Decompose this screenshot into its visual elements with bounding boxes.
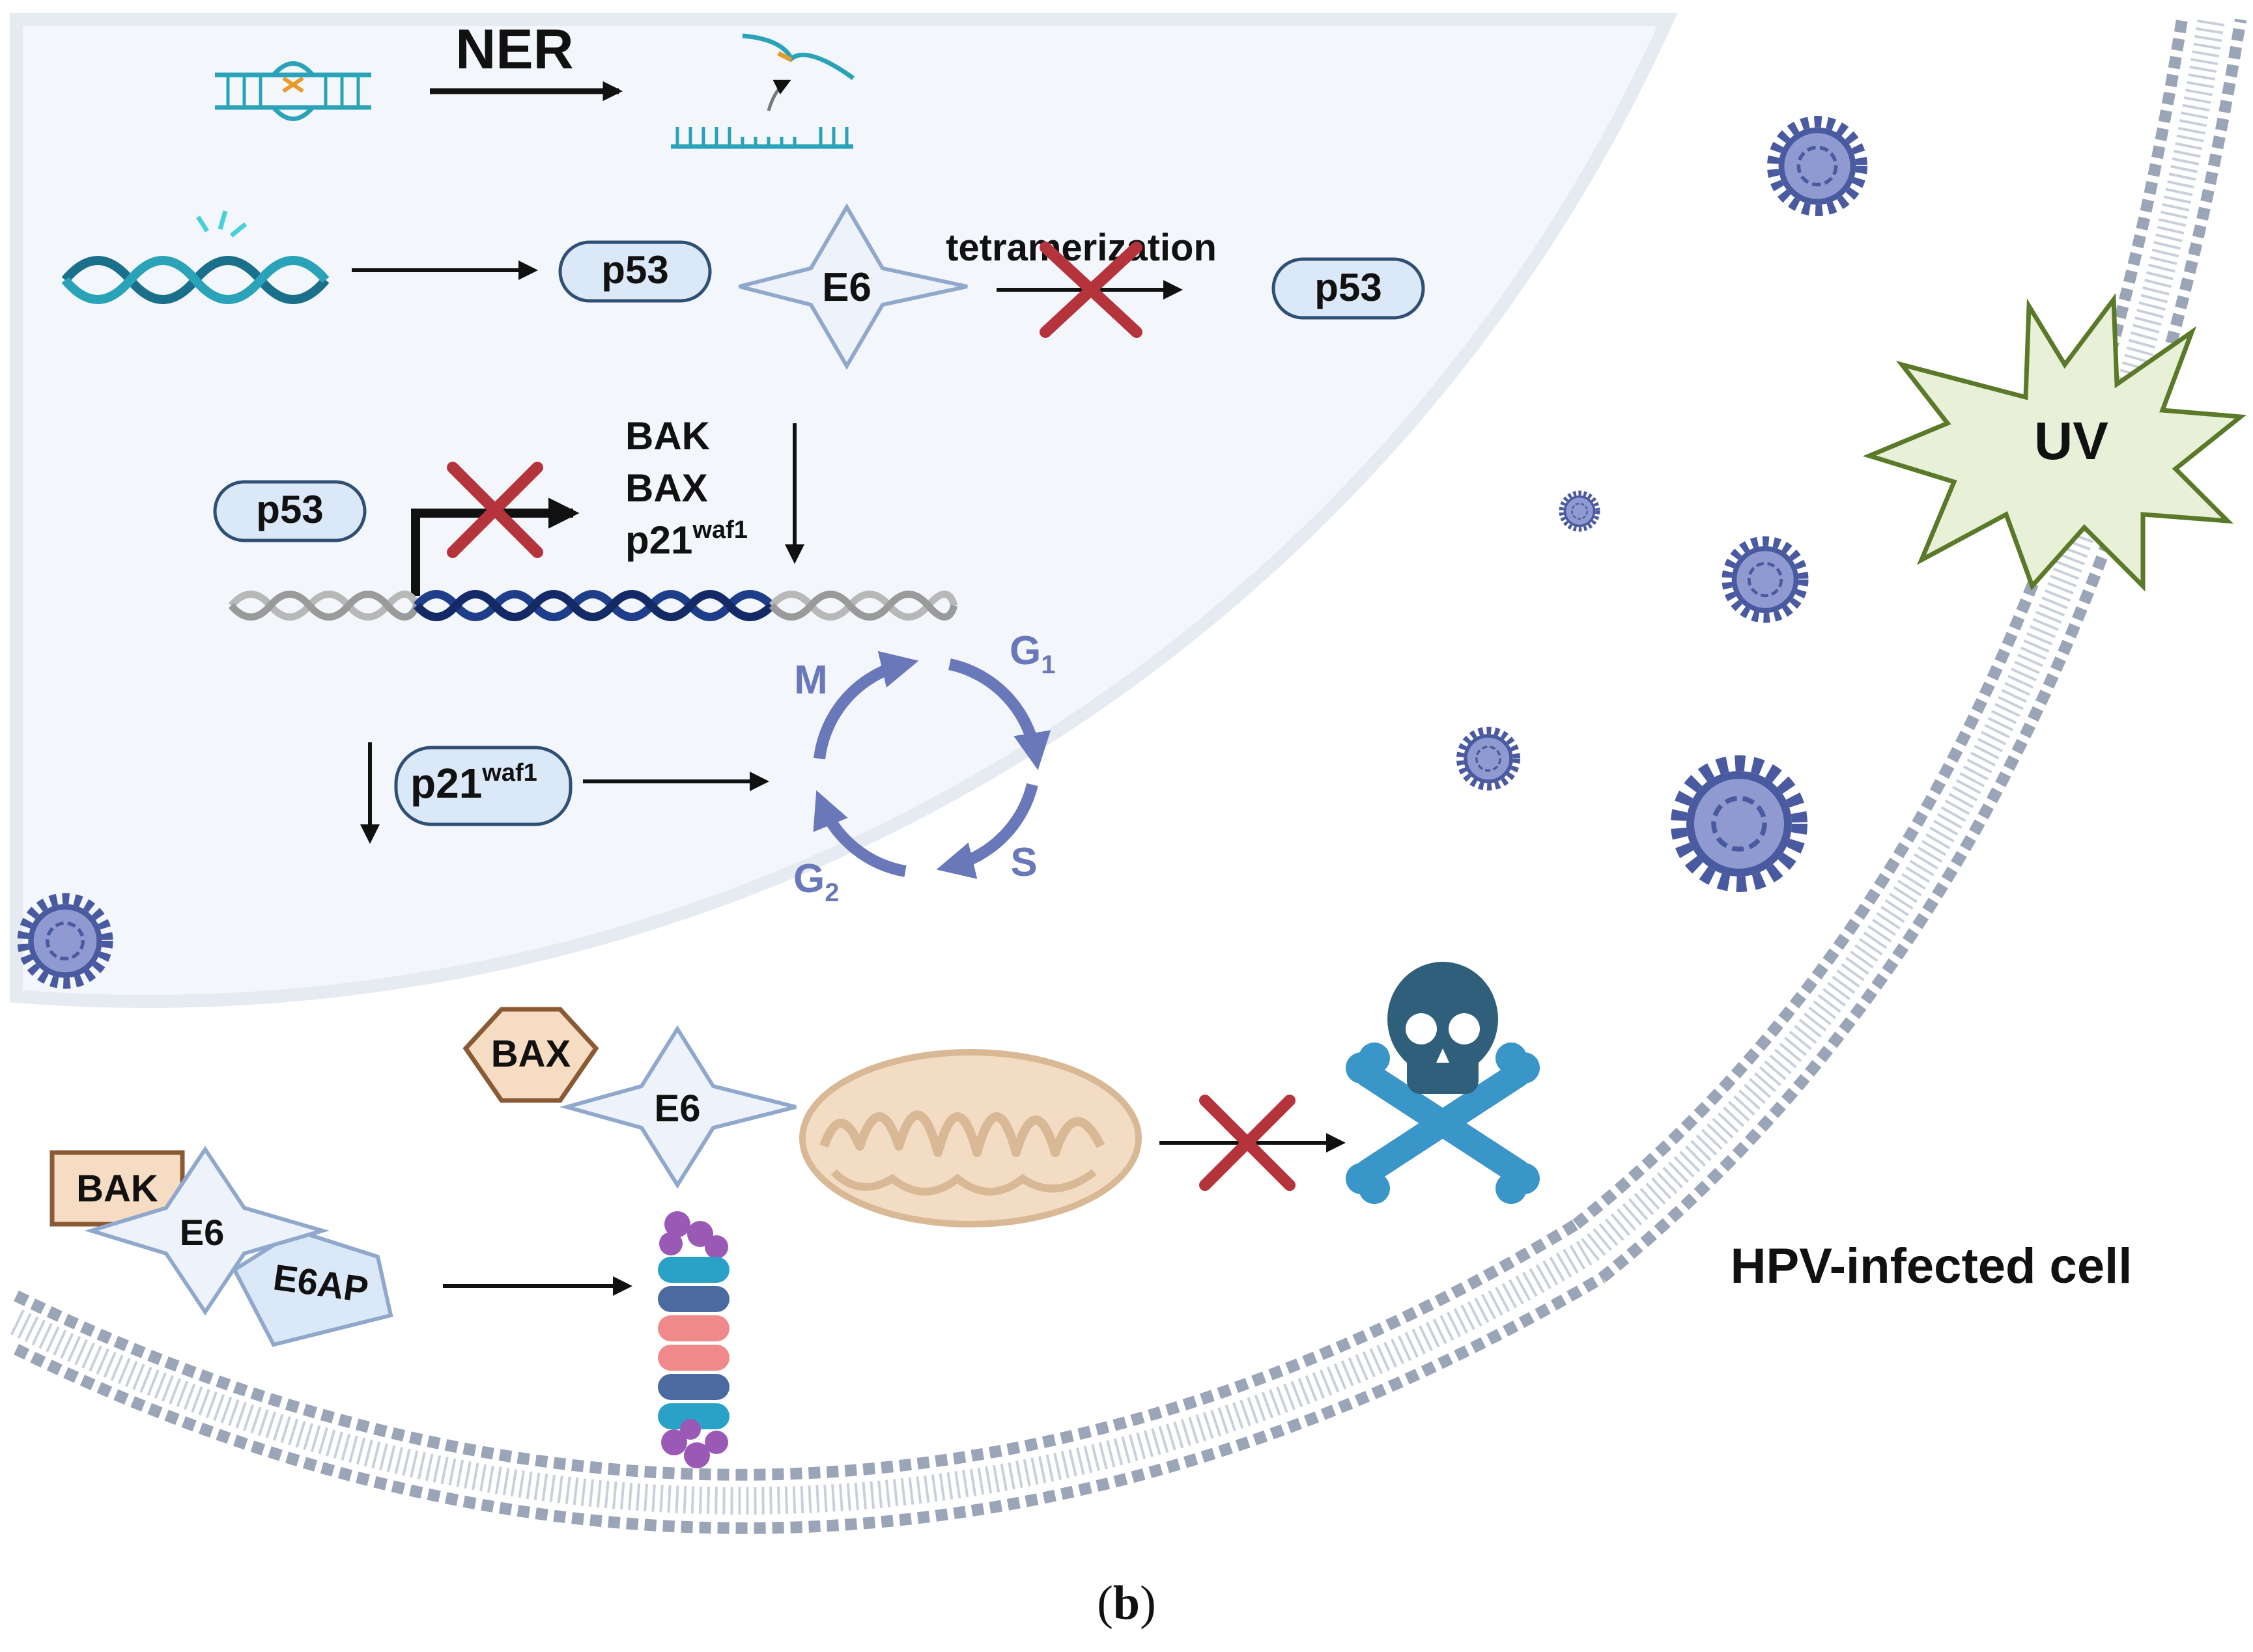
caption-label: b bbox=[1112, 1576, 1141, 1630]
cell-cycle-icon bbox=[813, 651, 1051, 879]
cell-label: HPV-infected cell bbox=[1731, 1239, 2133, 1294]
virus-icon bbox=[1460, 731, 1517, 787]
phase-g2-letter: G bbox=[793, 856, 825, 901]
bax-protein bbox=[462, 1007, 599, 1103]
skull-crossbones-icon bbox=[1346, 962, 1540, 1204]
p53-label: p53 bbox=[601, 248, 668, 292]
virus-icon bbox=[1727, 541, 1804, 618]
target-gene-3-name: p21 bbox=[625, 518, 692, 562]
block-cross-icon bbox=[1040, 242, 1142, 338]
p21-label-name: p21 bbox=[410, 760, 482, 807]
phase-g1-label: G1 bbox=[1010, 628, 1055, 679]
p21-protein bbox=[394, 746, 573, 826]
target-gene-3: p21waf1 bbox=[625, 516, 748, 562]
phase-m-label: M bbox=[794, 658, 828, 703]
e6-oncoprotein-apoptosis bbox=[559, 1025, 797, 1189]
p53-label-right: p53 bbox=[1314, 266, 1382, 309]
bax-label: BAX bbox=[491, 1033, 571, 1075]
ner-label: NER bbox=[455, 18, 574, 81]
block-cross-icon bbox=[447, 462, 543, 558]
virus-icon bbox=[1561, 493, 1598, 529]
e6-label: E6 bbox=[822, 265, 871, 310]
block-cross-icon bbox=[1199, 1095, 1296, 1191]
tetramerization-label: tetramerization bbox=[946, 227, 1217, 269]
target-gene-2: BAX bbox=[625, 466, 708, 510]
virus-icon bbox=[1679, 763, 1800, 884]
phase-g1-letter: G bbox=[1010, 628, 1041, 673]
p21-label-superscript: waf1 bbox=[481, 759, 537, 787]
e6-oncoprotein-proteasome bbox=[84, 1145, 330, 1316]
dna-helix-icon bbox=[61, 210, 330, 304]
p21-label: p21waf1 bbox=[410, 759, 537, 807]
virus-icon bbox=[1773, 122, 1862, 210]
phase-g2-label: G2 bbox=[793, 856, 839, 907]
p53-protein bbox=[558, 240, 712, 303]
p53-label-transcription: p53 bbox=[256, 488, 323, 531]
e6-label-proteasome: E6 bbox=[180, 1212, 225, 1253]
bak-label: BAK bbox=[76, 1168, 158, 1210]
p53-protein-right bbox=[1271, 257, 1425, 320]
uv-burst-icon bbox=[1862, 293, 2247, 592]
target-gene-3-superscript: waf1 bbox=[692, 516, 747, 544]
dna-damage-icon bbox=[215, 61, 371, 121]
e6-label-apoptosis: E6 bbox=[655, 1087, 701, 1130]
phase-s-label: S bbox=[1010, 840, 1037, 885]
proteasome-icon bbox=[658, 1211, 730, 1468]
uv-label: UV bbox=[2034, 412, 2108, 471]
gene-dna-icon bbox=[228, 590, 958, 621]
plasma-membrane-right bbox=[1572, 17, 2246, 1282]
promoter-arrow bbox=[411, 497, 580, 596]
target-gene-1: BAK bbox=[625, 414, 710, 458]
dna-repair-icon bbox=[671, 33, 855, 149]
plasma-membrane-bottom bbox=[10, 1219, 1606, 1534]
e6-oncoprotein bbox=[739, 203, 968, 370]
mitochondrion-icon bbox=[799, 1049, 1142, 1227]
phase-g2-subscript: 2 bbox=[825, 878, 839, 907]
figure-caption: (b) bbox=[1097, 1576, 1156, 1630]
phase-g1-subscript: 1 bbox=[1041, 651, 1055, 679]
p53-protein-transcription bbox=[213, 480, 367, 542]
